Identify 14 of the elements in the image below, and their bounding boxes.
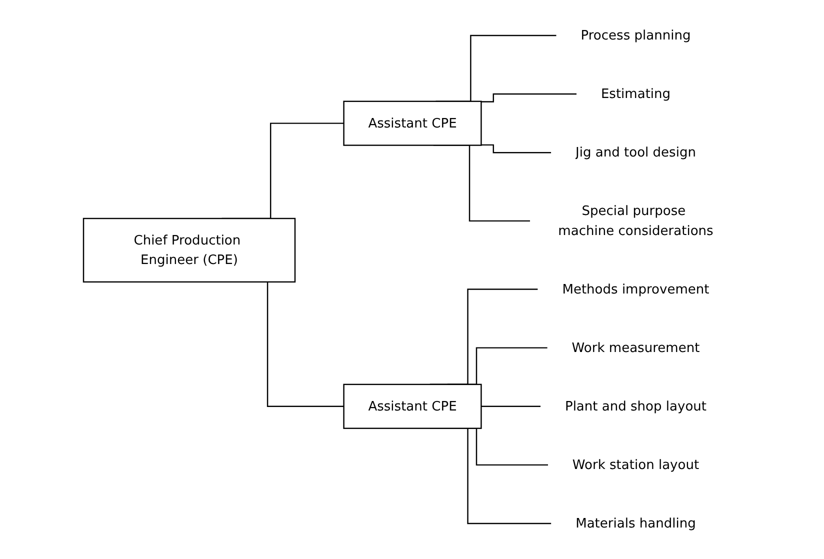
- node-text: Estimating: [600, 86, 670, 102]
- node-text: Materials handling: [575, 515, 696, 531]
- node-box: [82, 218, 296, 283]
- node-text: Special purpose machine considerations: [558, 203, 713, 238]
- connector: [480, 93, 576, 102]
- node-box: [342, 384, 482, 429]
- node-text: Work measurement: [571, 340, 700, 356]
- connector: [480, 144, 551, 154]
- node-text: Process planning: [580, 27, 690, 43]
- node-box: [342, 100, 482, 146]
- node-text: Methods improvement: [562, 281, 709, 297]
- connector: [480, 406, 540, 407]
- node-text: Work station layout: [572, 456, 699, 472]
- node-text: Plant and shop layout: [564, 398, 706, 414]
